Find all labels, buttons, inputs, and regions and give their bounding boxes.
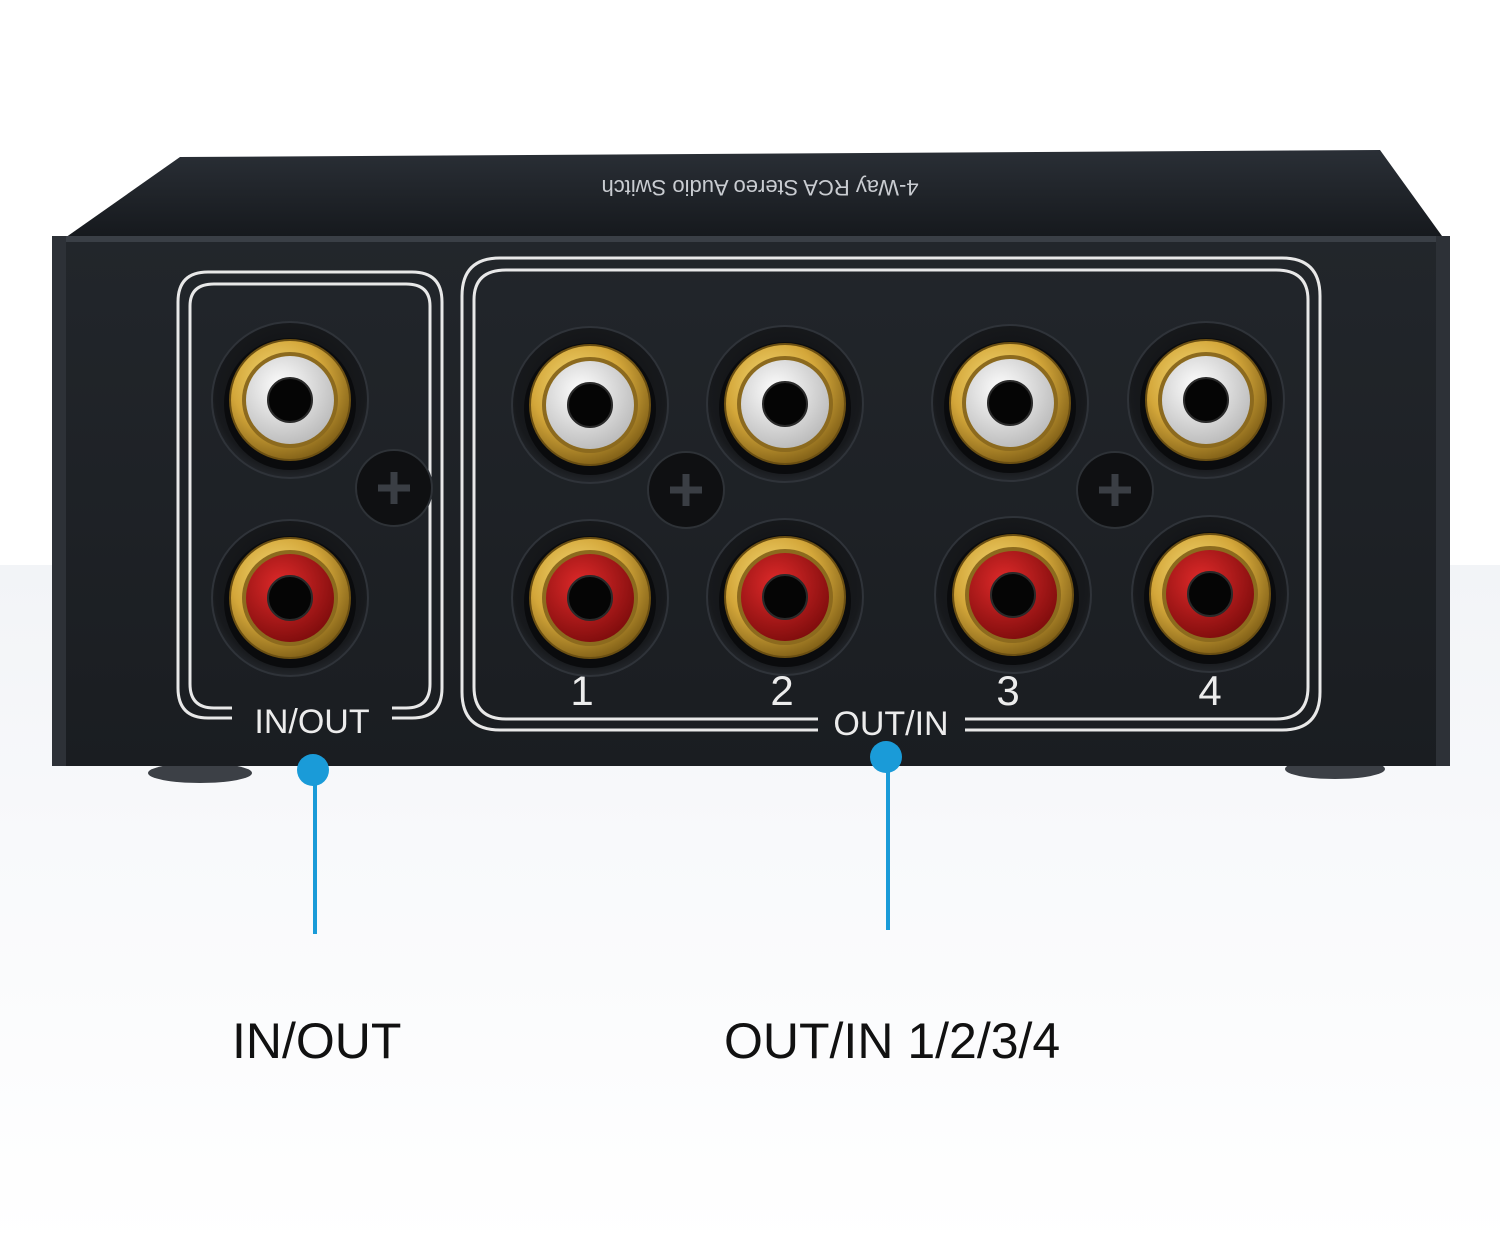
port-3-white-jack	[931, 324, 1089, 482]
left-foot	[148, 763, 252, 783]
out-in-caption: OUT/IN 1/2/3/4	[724, 1013, 1061, 1069]
port-number-4: 4	[1198, 667, 1221, 714]
in-out-caption: IN/OUT	[232, 1013, 402, 1069]
port-1-white-jack	[511, 326, 669, 484]
port-3-red-jack	[934, 516, 1092, 674]
port-4-white-jack	[1127, 321, 1285, 479]
top-marking: 4-Way RCA Stereo Audio Switch	[601, 175, 918, 200]
port-2-white-jack	[706, 325, 864, 483]
left-panel-outline	[176, 270, 444, 720]
right-panel-outline	[460, 256, 1322, 732]
left-panel-label: IN/OUT	[254, 703, 369, 741]
in-out-white-jack	[211, 321, 369, 479]
screw-left	[355, 449, 433, 527]
callout-left	[297, 754, 329, 934]
device-top-face	[62, 150, 1442, 240]
screw-right	[1076, 451, 1154, 529]
screw-middle	[647, 451, 725, 529]
port-number-3: 3	[996, 667, 1019, 714]
port-4-red-jack	[1131, 515, 1289, 673]
port-1-red-jack	[511, 519, 669, 677]
device-front-panel	[52, 236, 1450, 766]
port-2-red-jack	[706, 518, 864, 676]
port-number-2: 2	[770, 667, 793, 714]
port-number-1: 1	[570, 667, 593, 714]
right-panel-label: OUT/IN	[833, 705, 948, 743]
in-out-red-jack	[211, 519, 369, 677]
callout-right	[870, 741, 902, 930]
